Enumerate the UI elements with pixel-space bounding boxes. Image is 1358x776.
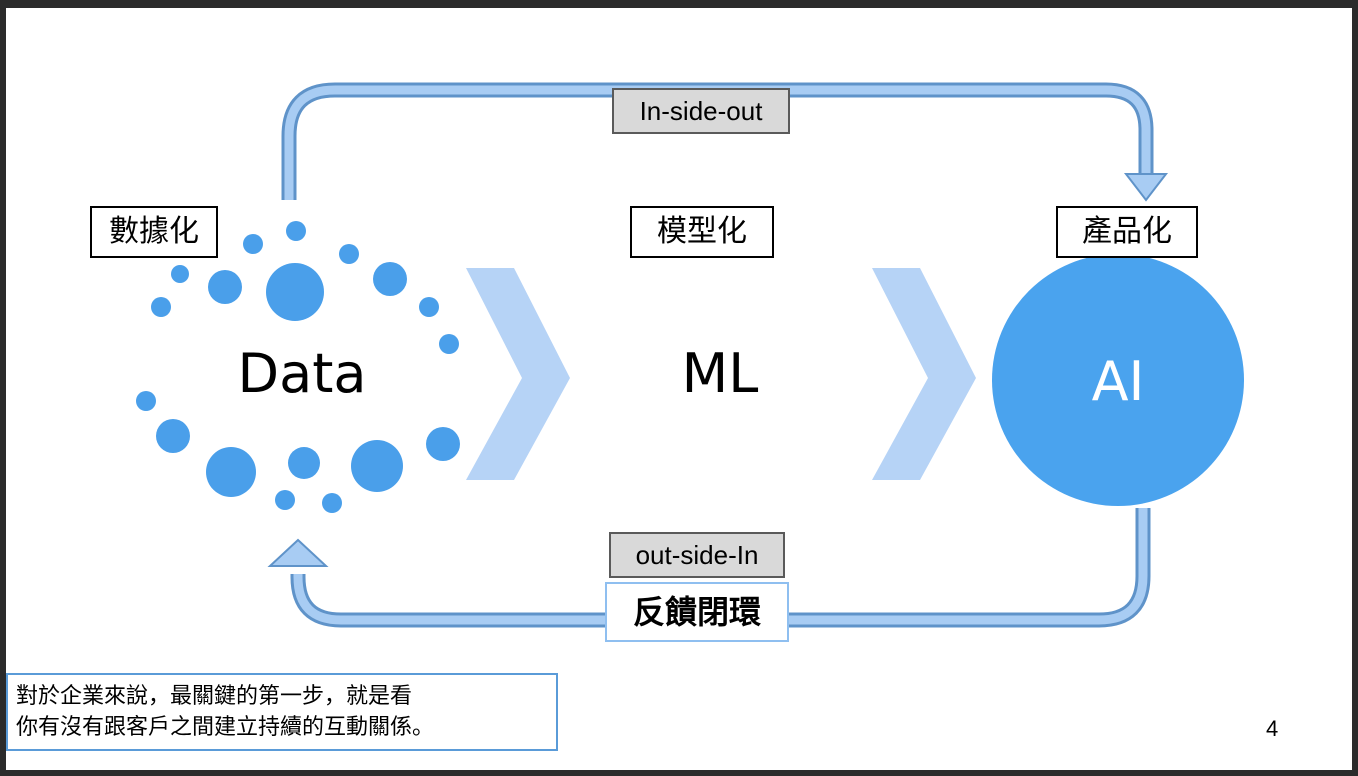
outside-in-arrowhead bbox=[267, 538, 329, 567]
feedback-loop-label: 反饋閉環 bbox=[605, 582, 789, 642]
data-stage-tag: 數據化 bbox=[90, 206, 218, 258]
data-dots-cluster bbox=[136, 221, 460, 513]
note-box: 對於企業來說，最關鍵的第一步，就是看 你有沒有跟客戶之間建立持續的互動關係。 bbox=[6, 673, 558, 751]
note-line-2: 你有沒有跟客戶之間建立持續的互動關係。 bbox=[16, 715, 435, 740]
ml-stage-tag: 模型化 bbox=[630, 206, 774, 258]
ai-stage-tag: 產品化 bbox=[1056, 206, 1198, 258]
ai-circle bbox=[992, 254, 1244, 506]
chevron-data-to-ml bbox=[466, 268, 570, 480]
ml-word: ML bbox=[681, 342, 759, 405]
inside-out-arrowhead bbox=[1123, 173, 1169, 202]
outside-in-label: out-side-In bbox=[609, 532, 785, 578]
note-line-1: 對於企業來說，最關鍵的第一步，就是看 bbox=[16, 684, 413, 709]
ai-word: AI bbox=[1091, 350, 1145, 413]
slide: 數據化 模型化 產品化 Data ML AI In-side-out out-s… bbox=[6, 8, 1352, 770]
chevron-ml-to-ai bbox=[872, 268, 976, 480]
page-number: 4 bbox=[1266, 716, 1279, 741]
data-word: Data bbox=[237, 342, 367, 405]
inside-out-label: In-side-out bbox=[612, 88, 790, 134]
